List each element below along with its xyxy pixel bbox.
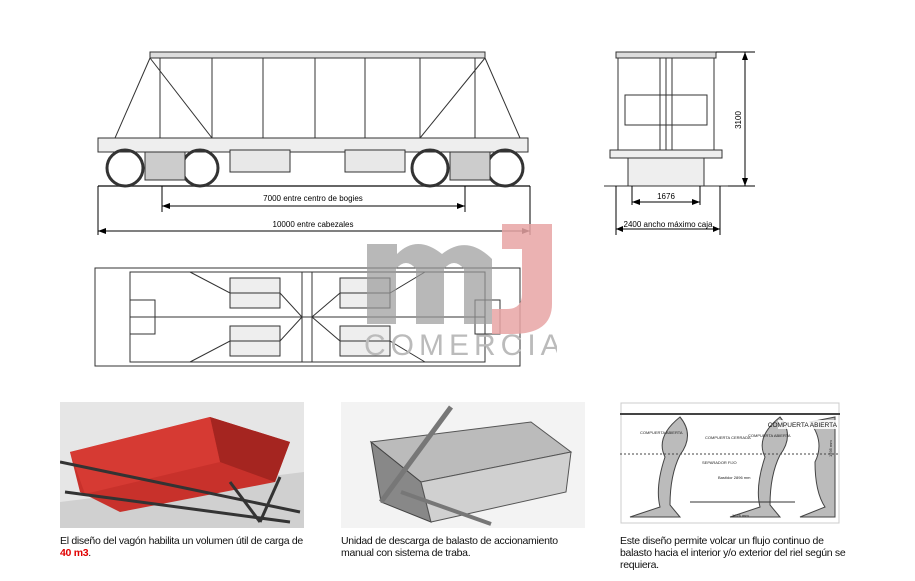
label-gauge: 1676 mm: [732, 513, 749, 518]
hopper-wagon-photo: [60, 402, 304, 528]
discharge-unit-photo: [341, 402, 585, 528]
side-view-drawing: 7000 entre centro de bogies 10000 entre …: [97, 51, 755, 235]
logo-text: COMERCIAL: [364, 329, 557, 359]
label-gate-closed: COMPUERTA CERRADA: [705, 435, 751, 440]
dim-track-gauge: 1676: [657, 192, 675, 201]
label-gate-open-2: COMPUERTA ABIERTA: [748, 433, 791, 438]
label-gate-open-3: COMPUERTA ABIERTA: [768, 422, 838, 429]
caption-flow: Este diseño permite volcar un flujo cont…: [620, 535, 846, 571]
label-frame: Bastidor 2896 mm: [718, 475, 751, 480]
label-height: 1595 mm: [828, 440, 833, 457]
caption-volume: El diseño del vagón habilita un volumen …: [60, 535, 308, 559]
ballast-flow-diagram: COMPUERTA ABIERTA COMPUERTA CERRADA COMP…: [620, 402, 840, 524]
caption-discharge-unit: Unidad de descarga de balasto de acciona…: [341, 535, 558, 559]
dim-headstocks: 10000 entre cabezales: [273, 220, 354, 229]
dim-height: 3100: [734, 111, 743, 129]
caption-volume-text: El diseño del vagón habilita un volumen …: [60, 535, 303, 547]
caption-volume-end: .: [88, 547, 91, 559]
mj-comercial-logo: COMERCIAL: [362, 224, 582, 362]
dim-bogie-centers: 7000 entre centro de bogies: [263, 194, 363, 203]
dim-max-width: 2400 ancho máximo caja: [624, 220, 713, 229]
label-separator: SEPARADOR FIJO: [702, 460, 737, 465]
capacity-highlight: 40 m3: [60, 547, 89, 559]
label-gate-open-1: COMPUERTA ABIERTA: [640, 430, 683, 435]
